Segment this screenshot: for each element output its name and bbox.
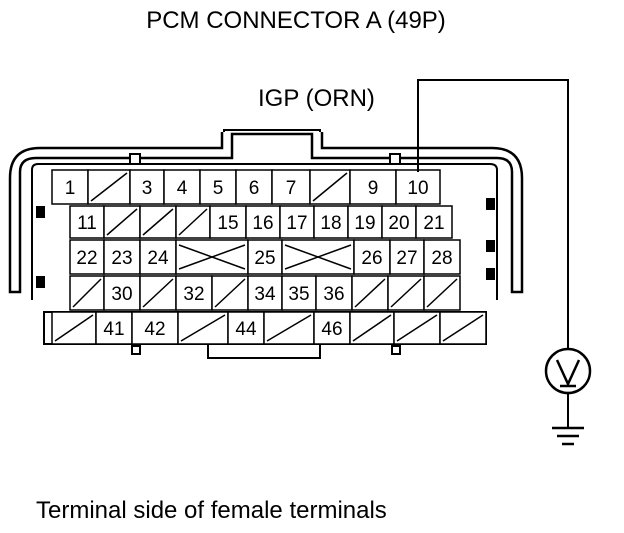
terminal-number: 10 bbox=[407, 178, 428, 199]
terminal-cell: 25 bbox=[247, 239, 283, 275]
terminal-number: 19 bbox=[354, 213, 375, 234]
terminal-cell bbox=[87, 169, 131, 205]
terminal-number: 26 bbox=[361, 248, 382, 269]
terminal-cell bbox=[393, 311, 441, 345]
terminal-cell bbox=[139, 205, 177, 239]
terminal-cell bbox=[351, 275, 389, 311]
terminal-cell: 21 bbox=[415, 205, 453, 239]
caption: Terminal side of female terminals bbox=[36, 497, 387, 524]
terminal-number: 28 bbox=[431, 248, 452, 269]
terminal-cell: 4 bbox=[163, 169, 201, 205]
terminal-cell bbox=[349, 311, 395, 345]
ground-icon bbox=[552, 426, 584, 446]
terminal-cell bbox=[69, 275, 105, 311]
terminal-cell bbox=[175, 239, 249, 275]
terminal-cell: 11 bbox=[69, 205, 105, 239]
terminal-cell bbox=[103, 205, 141, 239]
terminal-number: 42 bbox=[144, 319, 165, 340]
terminal-number: 18 bbox=[320, 213, 341, 234]
terminal-cell: 22 bbox=[69, 239, 105, 275]
terminal-cell: 41 bbox=[95, 311, 133, 345]
terminal-number: 46 bbox=[321, 319, 342, 340]
terminal-number: 16 bbox=[252, 213, 273, 234]
terminal-number: 41 bbox=[103, 319, 124, 340]
terminal-number: 17 bbox=[286, 213, 307, 234]
terminal-cell: 20 bbox=[381, 205, 417, 239]
diagram-title: PCM CONNECTOR A (49P) bbox=[146, 7, 446, 34]
terminal-cell: 1 bbox=[51, 169, 89, 205]
terminal-cell bbox=[175, 205, 211, 239]
terminal-cell: 18 bbox=[313, 205, 349, 239]
terminal-number: 15 bbox=[217, 213, 238, 234]
terminal-cell bbox=[281, 239, 355, 275]
terminal-cell: 23 bbox=[103, 239, 141, 275]
terminal-cell: 17 bbox=[279, 205, 315, 239]
terminal-cell: 15 bbox=[209, 205, 247, 239]
terminal-cell: 24 bbox=[139, 239, 177, 275]
terminal-cell: 30 bbox=[103, 275, 141, 311]
terminal-cell bbox=[211, 275, 249, 311]
terminal-number: 32 bbox=[183, 284, 204, 305]
terminal-number: 24 bbox=[147, 248, 169, 269]
terminal-number: 23 bbox=[111, 248, 132, 269]
voltmeter-icon bbox=[544, 347, 592, 395]
probe-wire bbox=[417, 79, 569, 428]
terminal-cell bbox=[51, 311, 97, 345]
terminal-number: 9 bbox=[368, 178, 379, 199]
terminal-cell: 28 bbox=[423, 239, 461, 275]
terminal-cell: 9 bbox=[349, 169, 397, 205]
terminal-number: 44 bbox=[235, 319, 257, 340]
terminal-cell: 32 bbox=[175, 275, 213, 311]
terminal-cell: 35 bbox=[281, 275, 317, 311]
terminal-cell: 7 bbox=[271, 169, 311, 205]
terminal-number: 30 bbox=[111, 284, 132, 305]
terminal-number: 5 bbox=[213, 178, 224, 199]
terminal-cell bbox=[387, 275, 425, 311]
terminal-cell: 10 bbox=[395, 169, 441, 205]
terminal-cell: 44 bbox=[227, 311, 265, 345]
terminal-cell: 6 bbox=[235, 169, 273, 205]
terminal-number: 20 bbox=[388, 213, 409, 234]
terminal-cell: 36 bbox=[315, 275, 353, 311]
terminal-number: 7 bbox=[286, 178, 297, 199]
terminal-number: 34 bbox=[254, 284, 276, 305]
terminal-cell bbox=[309, 169, 351, 205]
terminal-number: 27 bbox=[396, 248, 417, 269]
terminal-number: 3 bbox=[142, 178, 153, 199]
terminal-number: 36 bbox=[323, 284, 344, 305]
terminal-number: 22 bbox=[76, 248, 97, 269]
terminal-cell: 19 bbox=[347, 205, 383, 239]
terminal-cell: 26 bbox=[353, 239, 391, 275]
terminal-number: 6 bbox=[249, 178, 260, 199]
terminal-number: 1 bbox=[65, 178, 76, 199]
terminal-cell: 34 bbox=[247, 275, 283, 311]
terminal-number: 11 bbox=[77, 213, 97, 234]
terminal-cell bbox=[423, 275, 461, 311]
terminal-number: 21 bbox=[423, 213, 444, 234]
terminal-cell: 27 bbox=[389, 239, 425, 275]
terminal-cell: 16 bbox=[245, 205, 281, 239]
terminal-number: 35 bbox=[288, 284, 309, 305]
terminal-cell: 46 bbox=[313, 311, 351, 345]
connector-latches bbox=[36, 198, 495, 288]
terminal-cell bbox=[177, 311, 229, 345]
terminal-cell: 5 bbox=[199, 169, 237, 205]
connector-outline bbox=[8, 129, 524, 294]
signal-label: IGP (ORN) bbox=[258, 85, 375, 112]
terminal-number: 25 bbox=[254, 248, 275, 269]
terminal-cell: 3 bbox=[129, 169, 165, 205]
terminal-cell: 42 bbox=[131, 311, 179, 345]
terminal-cell bbox=[263, 311, 315, 345]
terminal-number: 4 bbox=[177, 178, 188, 199]
terminal-cell bbox=[139, 275, 177, 311]
terminal-cell bbox=[439, 311, 487, 345]
